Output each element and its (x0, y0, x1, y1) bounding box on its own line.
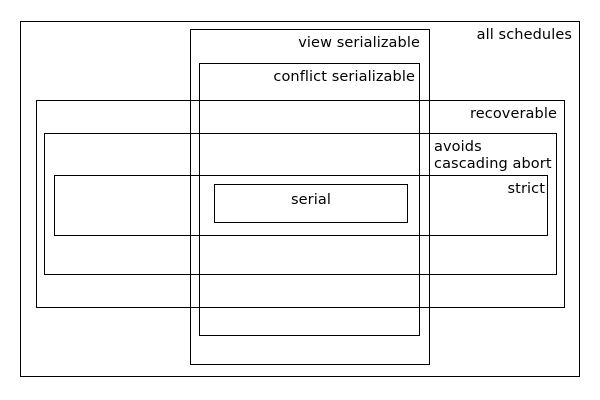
label-view-serializable: view serializable (298, 35, 420, 51)
label-conflict-serializable: conflict serializable (273, 69, 415, 85)
region-recoverable (36, 100, 565, 308)
region-conflict-serializable (199, 63, 420, 336)
region-serial (214, 184, 408, 223)
label-all-schedules: all schedules (476, 27, 572, 43)
label-recoverable: recoverable (469, 106, 557, 122)
label-serial: serial (291, 192, 331, 208)
label-strict: strict (507, 181, 545, 197)
region-view-serializable (190, 29, 430, 365)
region-strict (54, 175, 548, 236)
label-avoids-cascading-abort: avoids cascading abort (434, 139, 552, 172)
region-all-schedules (20, 21, 580, 377)
region-avoids-cascading-abort (44, 133, 557, 275)
